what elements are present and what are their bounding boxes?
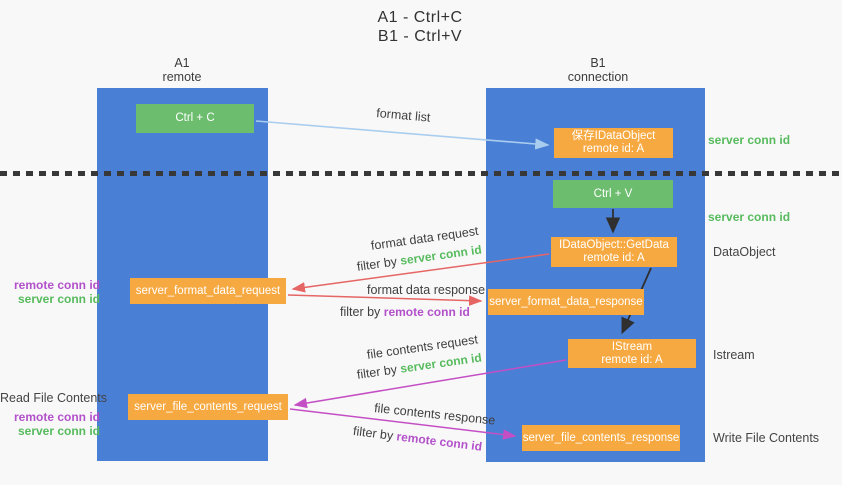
node-save-idataobject-line1: 保存IDataObject (571, 130, 656, 142)
label-request-remote-conn-id: remote conn id (13, 278, 100, 292)
node-idataobject-getdata: IDataObject::GetData remote id: A (551, 237, 677, 267)
node-server-file-contents-response-label: server_file_contents_response (522, 431, 680, 444)
node-save-idataobject-line2: remote id: A (582, 143, 645, 155)
lane-b1-title: B1 (590, 56, 606, 70)
edge-label-file-contents-response-filter: filter by remote conn id (352, 424, 483, 454)
lane-b1-header: B1 connection (528, 56, 668, 84)
node-ctrl-v: Ctrl + V (553, 180, 673, 208)
label-dataobject: DataObject (713, 245, 776, 259)
filter-by-text: filter by (356, 254, 398, 274)
node-server-format-data-response-label: server_format_data_response (489, 295, 643, 308)
filter-by-text: filter by (352, 424, 394, 443)
label-server-conn-id-top: server conn id (708, 133, 791, 147)
label-file-remote-conn-id: remote conn id (13, 410, 100, 424)
node-save-idataobject: 保存IDataObject remote id: A (554, 128, 673, 158)
edge-label-format-list: format list (375, 106, 431, 125)
node-idataobject-getdata-line2: remote id: A (583, 252, 645, 264)
node-server-format-data-request-label: server_format_data_request (135, 284, 281, 297)
filter-by-text: filter by (356, 362, 398, 382)
remote-conn-id-key: remote conn id (395, 429, 483, 454)
lane-a1-header: A1 remote (112, 56, 252, 84)
node-ctrl-v-label: Ctrl + V (593, 187, 633, 200)
node-idataobject-getdata-line1: IDataObject::GetData (559, 239, 669, 251)
node-ctrl-c-label: Ctrl + C (175, 112, 215, 124)
label-request-server-conn-id: server conn id (17, 292, 100, 306)
lane-a1-subtitle: remote (162, 70, 202, 84)
node-server-format-data-request: server_format_data_request (130, 278, 286, 304)
lane-a1-title: A1 (174, 56, 190, 70)
title-line-1: A1 - Ctrl+C (377, 9, 463, 26)
remote-conn-id-key: remote conn id (383, 305, 470, 319)
machine-boundary-dotted-line (0, 171, 842, 176)
lane-b1-subtitle: connection (567, 70, 629, 84)
label-read-file-contents: Read File Contents (0, 391, 108, 405)
label-write-file-contents: Write File Contents (713, 431, 820, 445)
edge-label-file-contents-response: file contents response (373, 401, 496, 428)
node-istream-line1: IStream (611, 340, 653, 353)
label-server-conn-id-mid: server conn id (708, 210, 791, 224)
filter-by-text: filter by (340, 305, 381, 319)
label-file-server-conn-id: server conn id (17, 424, 100, 438)
title-line-2: B1 - Ctrl+V (377, 28, 463, 45)
node-server-file-contents-request: server_file_contents_request (128, 394, 288, 420)
node-istream: IStream remote id: A (568, 339, 696, 368)
node-server-format-data-response: server_format_data_response (488, 289, 644, 315)
edge-label-format-data-response: format data response (367, 283, 486, 297)
label-istream: Istream (713, 348, 755, 362)
diagram-title: A1 - Ctrl+C B1 - Ctrl+V (300, 8, 540, 46)
edge-label-format-data-response-filter: filter by remote conn id (340, 305, 470, 319)
node-istream-line2: remote id: A (601, 353, 663, 366)
node-ctrl-c: Ctrl + C (136, 104, 254, 133)
node-server-file-contents-response: server_file_contents_response (522, 425, 680, 451)
node-server-file-contents-request-label: server_file_contents_request (134, 400, 282, 413)
